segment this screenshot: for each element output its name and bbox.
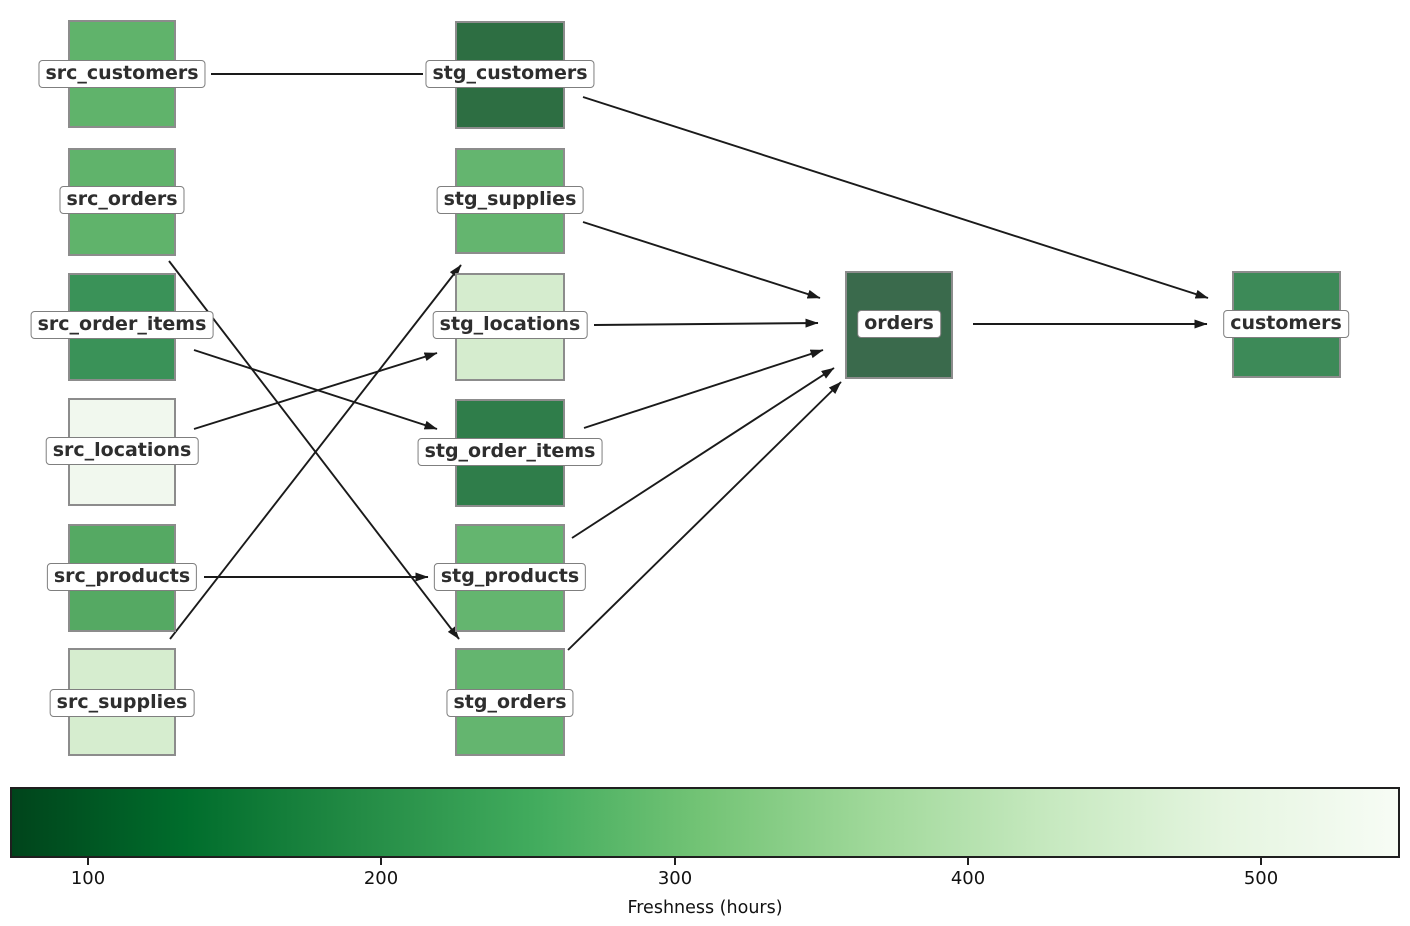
node-label-stg_supplies: stg_supplies (436, 186, 584, 214)
edge-stg_order_items-to-orders (583, 349, 824, 429)
edge-src_locations-to-stg_locations (193, 352, 438, 430)
node-label-stg_orders: stg_orders (446, 689, 574, 717)
node-label-src_customers: src_customers (38, 60, 206, 88)
node-label-src_supplies: src_supplies (49, 689, 195, 717)
edge-stg_products-to-orders (571, 367, 835, 539)
colorbar-axis-label: Freshness (hours) (627, 898, 783, 918)
node-label-stg_locations: stg_locations (432, 311, 588, 339)
colorbar-ticklabel-100: 100 (70, 868, 106, 889)
colorbar-tickmark-500 (1260, 858, 1262, 865)
colorbar-ticklabel-200: 200 (363, 868, 399, 889)
node-label-orders: orders (857, 310, 941, 338)
node-label-src_products: src_products (46, 563, 198, 591)
edge-stg_customers-to-customers (582, 96, 1209, 299)
edge-stg_supplies-to-orders (582, 221, 821, 299)
edge-src_order_items-to-stg_order_items (193, 349, 438, 430)
colorbar-tickmark-100 (87, 858, 89, 865)
edges-group (168, 73, 1209, 651)
edge-stg_locations-to-orders (593, 318, 819, 328)
edge-stg_orders-to-orders (567, 381, 842, 651)
node-label-src_order_items: src_order_items (30, 311, 214, 339)
colorbar-tickmark-200 (380, 858, 382, 865)
node-label-src_orders: src_orders (59, 186, 185, 214)
node-label-stg_products: stg_products (433, 563, 587, 591)
node-label-stg_customers: stg_customers (425, 60, 595, 88)
node-label-customers: customers (1223, 310, 1349, 338)
colorbar-tickmark-300 (674, 858, 676, 865)
edge-src_orders-to-stg_orders (168, 260, 460, 640)
colorbar-ticklabel-500: 500 (1243, 868, 1279, 889)
freshness-colorbar (10, 787, 1400, 858)
colorbar-ticklabel-400: 400 (950, 868, 986, 889)
colorbar-tickmark-400 (967, 858, 969, 865)
node-label-src_locations: src_locations (45, 437, 199, 465)
edge-src_supplies-to-stg_supplies (169, 264, 462, 640)
colorbar-ticklabel-300: 300 (657, 868, 693, 889)
node-label-stg_order_items: stg_order_items (417, 438, 603, 466)
